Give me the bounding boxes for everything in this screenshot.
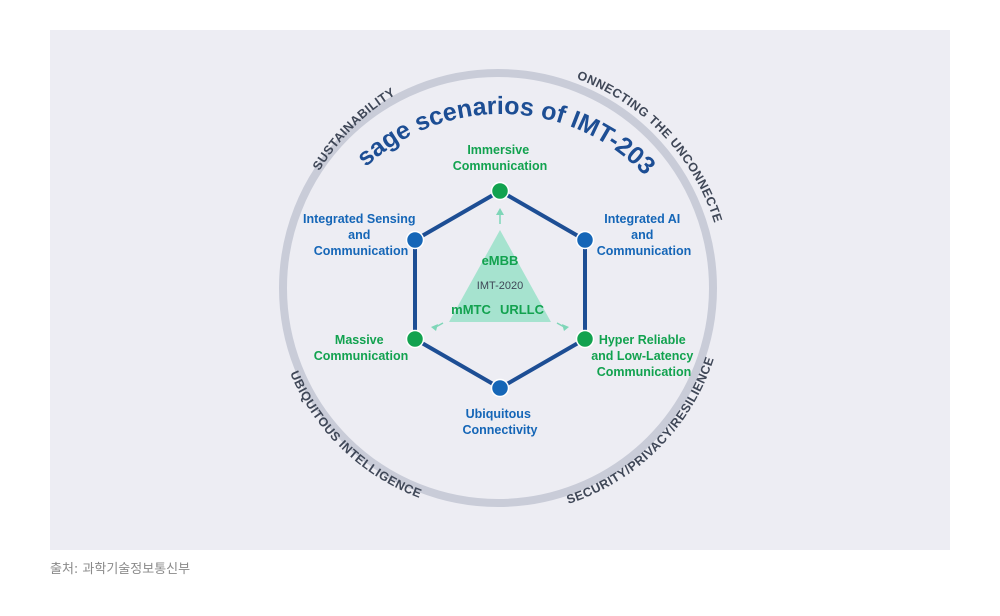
label-integrated-ai: Integrated AI and Communication — [597, 212, 691, 258]
node-ubiquitous — [490, 378, 510, 398]
arrow-right-head — [562, 324, 569, 331]
triangle-label-urllc: URLLC — [500, 302, 545, 317]
label-ubiquitous: Ubiquitous Connectivity — [462, 407, 537, 437]
imt2020-triangle — [449, 230, 551, 322]
arrow-up-head — [496, 208, 504, 215]
triangle-label-embb: eMBB — [482, 253, 519, 268]
label-immersive: Immersive Communication — [453, 143, 547, 173]
node-sensing — [405, 230, 425, 250]
usage-scenarios-diagram: SUSTAINABILITY CONNECTING THE UNCONNECTE… — [41, 8, 725, 507]
triangle-label-imt2020: IMT-2020 — [477, 280, 523, 292]
node-integrated-ai — [575, 230, 595, 250]
ring-label-ubiquitous-intelligence: UBIQUITOUS INTELLIGENCE — [287, 369, 424, 501]
label-sensing: Integrated Sensing and Communication — [303, 212, 419, 258]
node-massive — [405, 329, 425, 349]
label-hrllc: Hyper Reliable and Low-Latency Communica… — [591, 333, 697, 379]
node-immersive — [490, 181, 510, 201]
outer-ring — [279, 69, 717, 507]
diagram-title: Usage scenarios of IMT-2030 — [50, 30, 661, 180]
node-hrllc — [575, 329, 595, 349]
triangle-arrows — [431, 208, 569, 331]
diagram-panel: SUSTAINABILITY CONNECTING THE UNCONNECTE… — [41, 8, 950, 550]
triangle-label-mmtc: mMTC — [451, 302, 491, 317]
arrow-left-head — [431, 324, 438, 331]
source-caption: 출처: 과학기술정보통신부 — [50, 562, 191, 577]
label-massive: Massive Communication — [314, 333, 408, 363]
